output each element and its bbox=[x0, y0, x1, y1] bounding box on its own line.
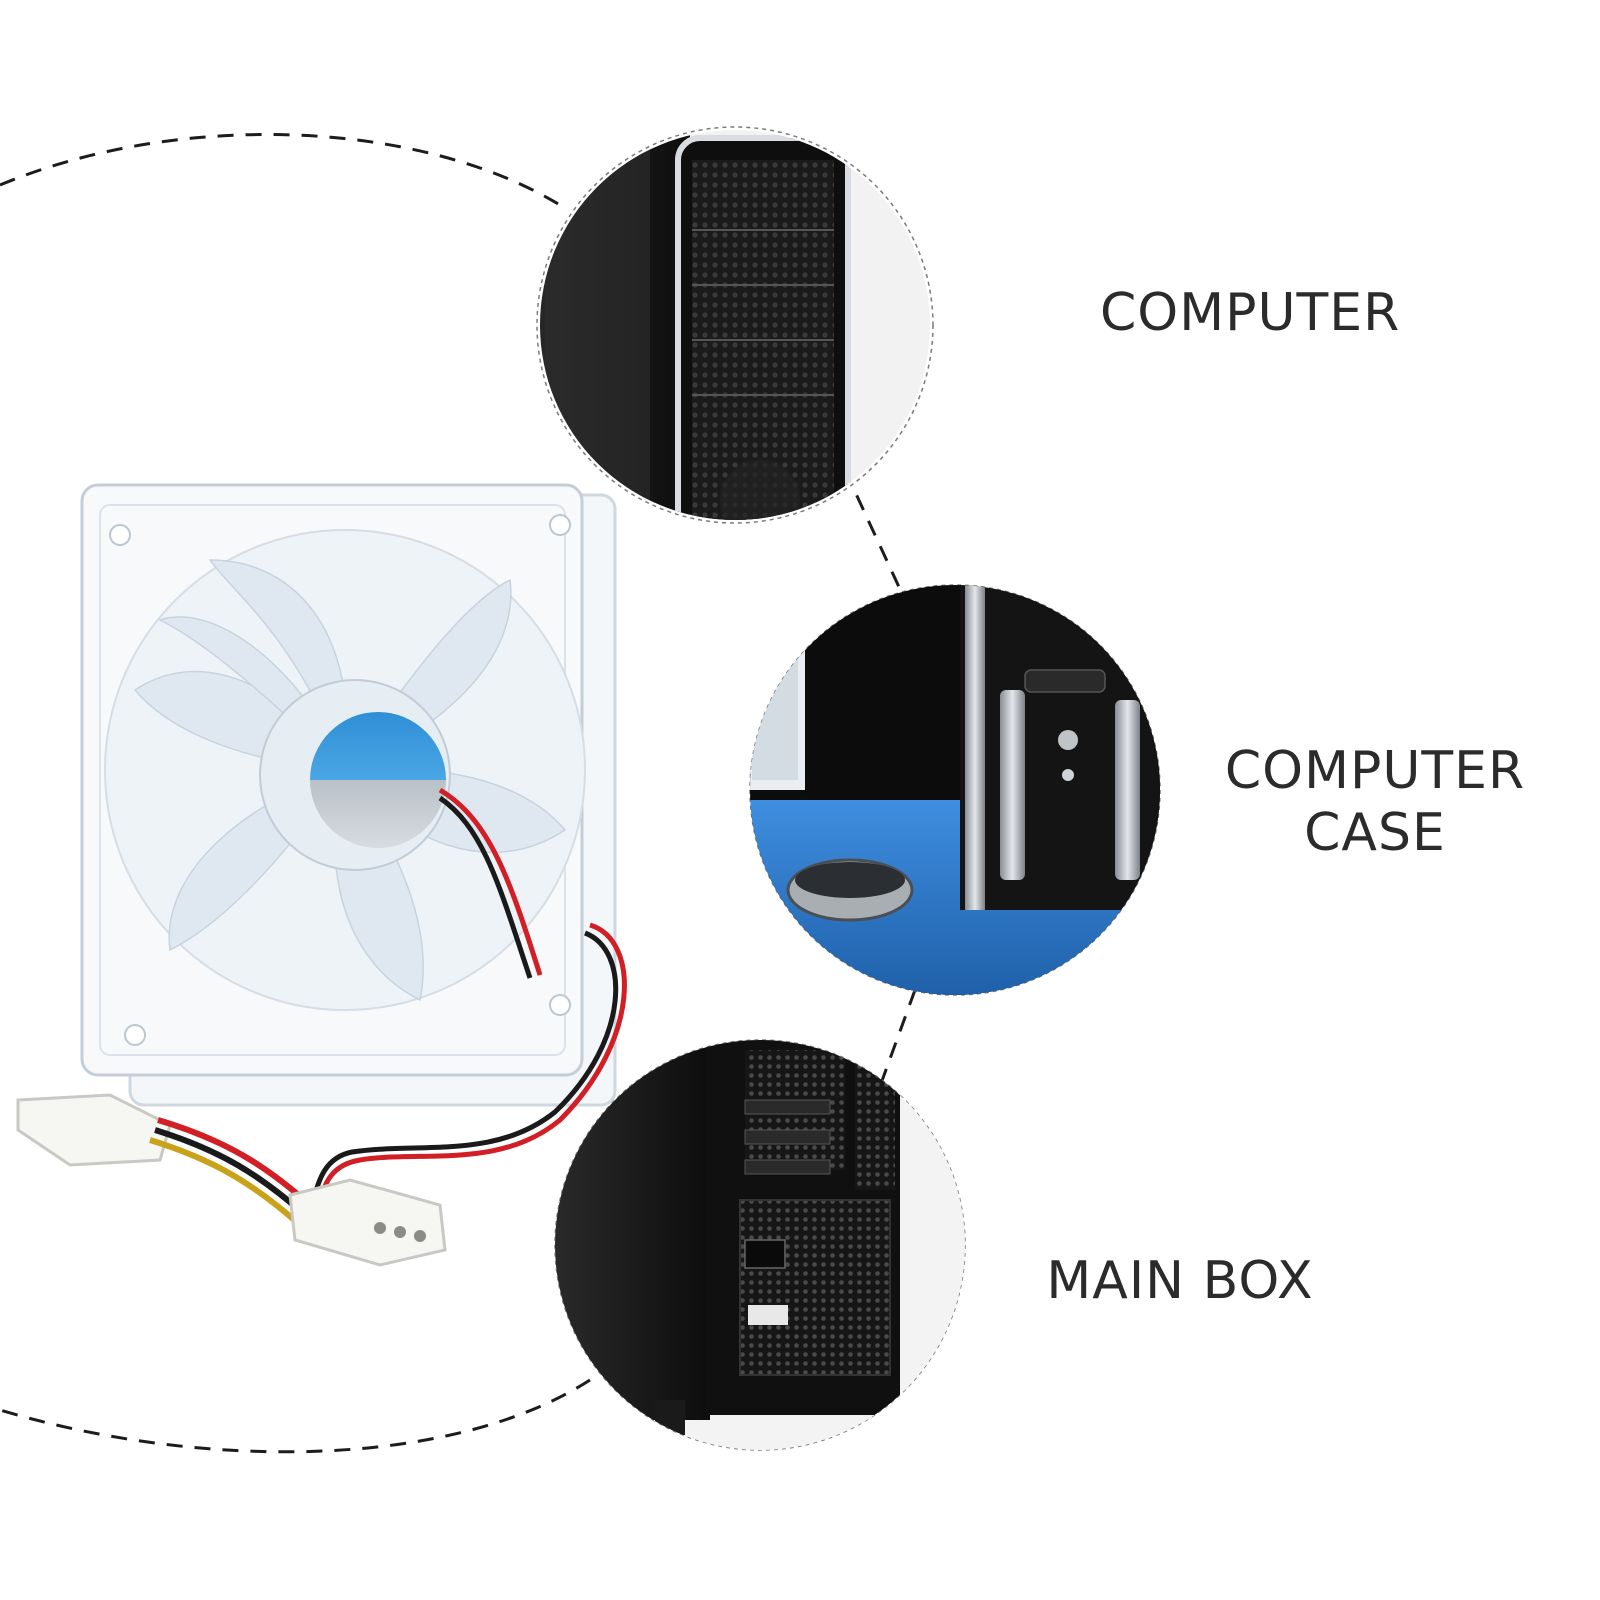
clear-case-fan-icon bbox=[80, 483, 627, 1206]
label-main-box: MAIN BOX bbox=[1030, 1250, 1330, 1312]
label-computer-case-line2: CASE bbox=[1304, 803, 1446, 863]
computer-tower-front-icon bbox=[536, 126, 934, 524]
dashed-arc-decoration bbox=[0, 133, 561, 207]
dashed-connector bbox=[843, 469, 907, 601]
main-box-rear-icon bbox=[554, 1039, 966, 1451]
computer-case-desk-icon bbox=[749, 584, 1161, 996]
label-computer-case-line1: COMPUTER bbox=[1224, 741, 1526, 801]
molex-connector-icon bbox=[16, 1093, 447, 1267]
label-computer: COMPUTER bbox=[1100, 282, 1400, 344]
label-computer-text: COMPUTER bbox=[1100, 283, 1401, 343]
label-main-box-text: MAIN BOX bbox=[1046, 1251, 1314, 1311]
dashed-arc-decoration bbox=[0, 1378, 591, 1454]
label-computer-case: COMPUTER CASE bbox=[1215, 740, 1535, 864]
